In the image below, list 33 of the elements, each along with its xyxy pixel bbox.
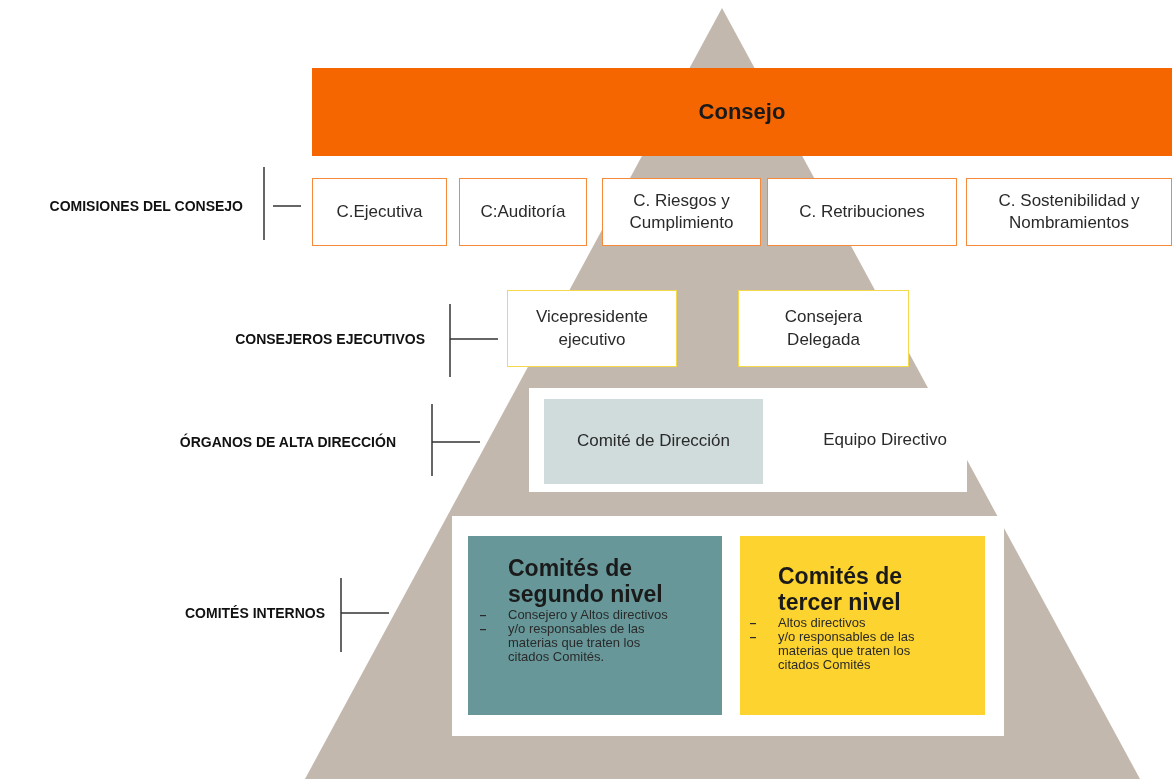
committee-box [602, 178, 761, 246]
bullet-item: Altos directivos [778, 615, 866, 630]
section-label: COMITÉS INTERNOS [185, 605, 325, 621]
box-label: C. Sostenibilidad y Nombramientos [997, 189, 1141, 234]
bullet-item: y/o responsables de las materias que traten los citados Comités [778, 629, 916, 673]
board-band [312, 68, 1172, 156]
box-label: Vicepresidente ejecutivo [534, 306, 650, 351]
committee-heading: Comités de segundo nivel [508, 556, 664, 608]
committee-box [468, 536, 722, 715]
board-label: Consejo [698, 99, 786, 125]
box-label: C:Auditoría [479, 200, 567, 223]
committee-heading: Comités de tercer nivel [778, 564, 903, 616]
box-label: Equipo Directivo [822, 428, 948, 451]
box-label: C. Riesgos y Cumplimiento [628, 189, 735, 234]
box-label: C. Retribuciones [798, 200, 926, 223]
executive-box [738, 290, 909, 367]
box-label: Comité de Dirección [575, 430, 732, 453]
section-label: CONSEJEROS EJECUTIVOS [235, 331, 425, 347]
bullet-item: y/o responsables de las materias que traten los citados Comités. [508, 621, 646, 665]
panel-background [452, 516, 1004, 736]
committee-box [312, 178, 447, 246]
management-panel [529, 388, 967, 492]
executive-box [507, 290, 677, 367]
committee-box [767, 178, 957, 246]
committee-box [459, 178, 587, 246]
committee-box [544, 399, 763, 484]
bullet-item: Consejero y Altos directivos [508, 607, 668, 622]
box-label: C.Ejecutiva [335, 200, 424, 223]
box-label: Consejera Delegada [783, 306, 864, 351]
section-label: ÓRGANOS DE ALTA DIRECCIÓN [179, 434, 396, 450]
section-label: COMISIONES DEL CONSEJO [49, 198, 243, 214]
committee-box [966, 178, 1172, 246]
committee-box [740, 536, 985, 715]
